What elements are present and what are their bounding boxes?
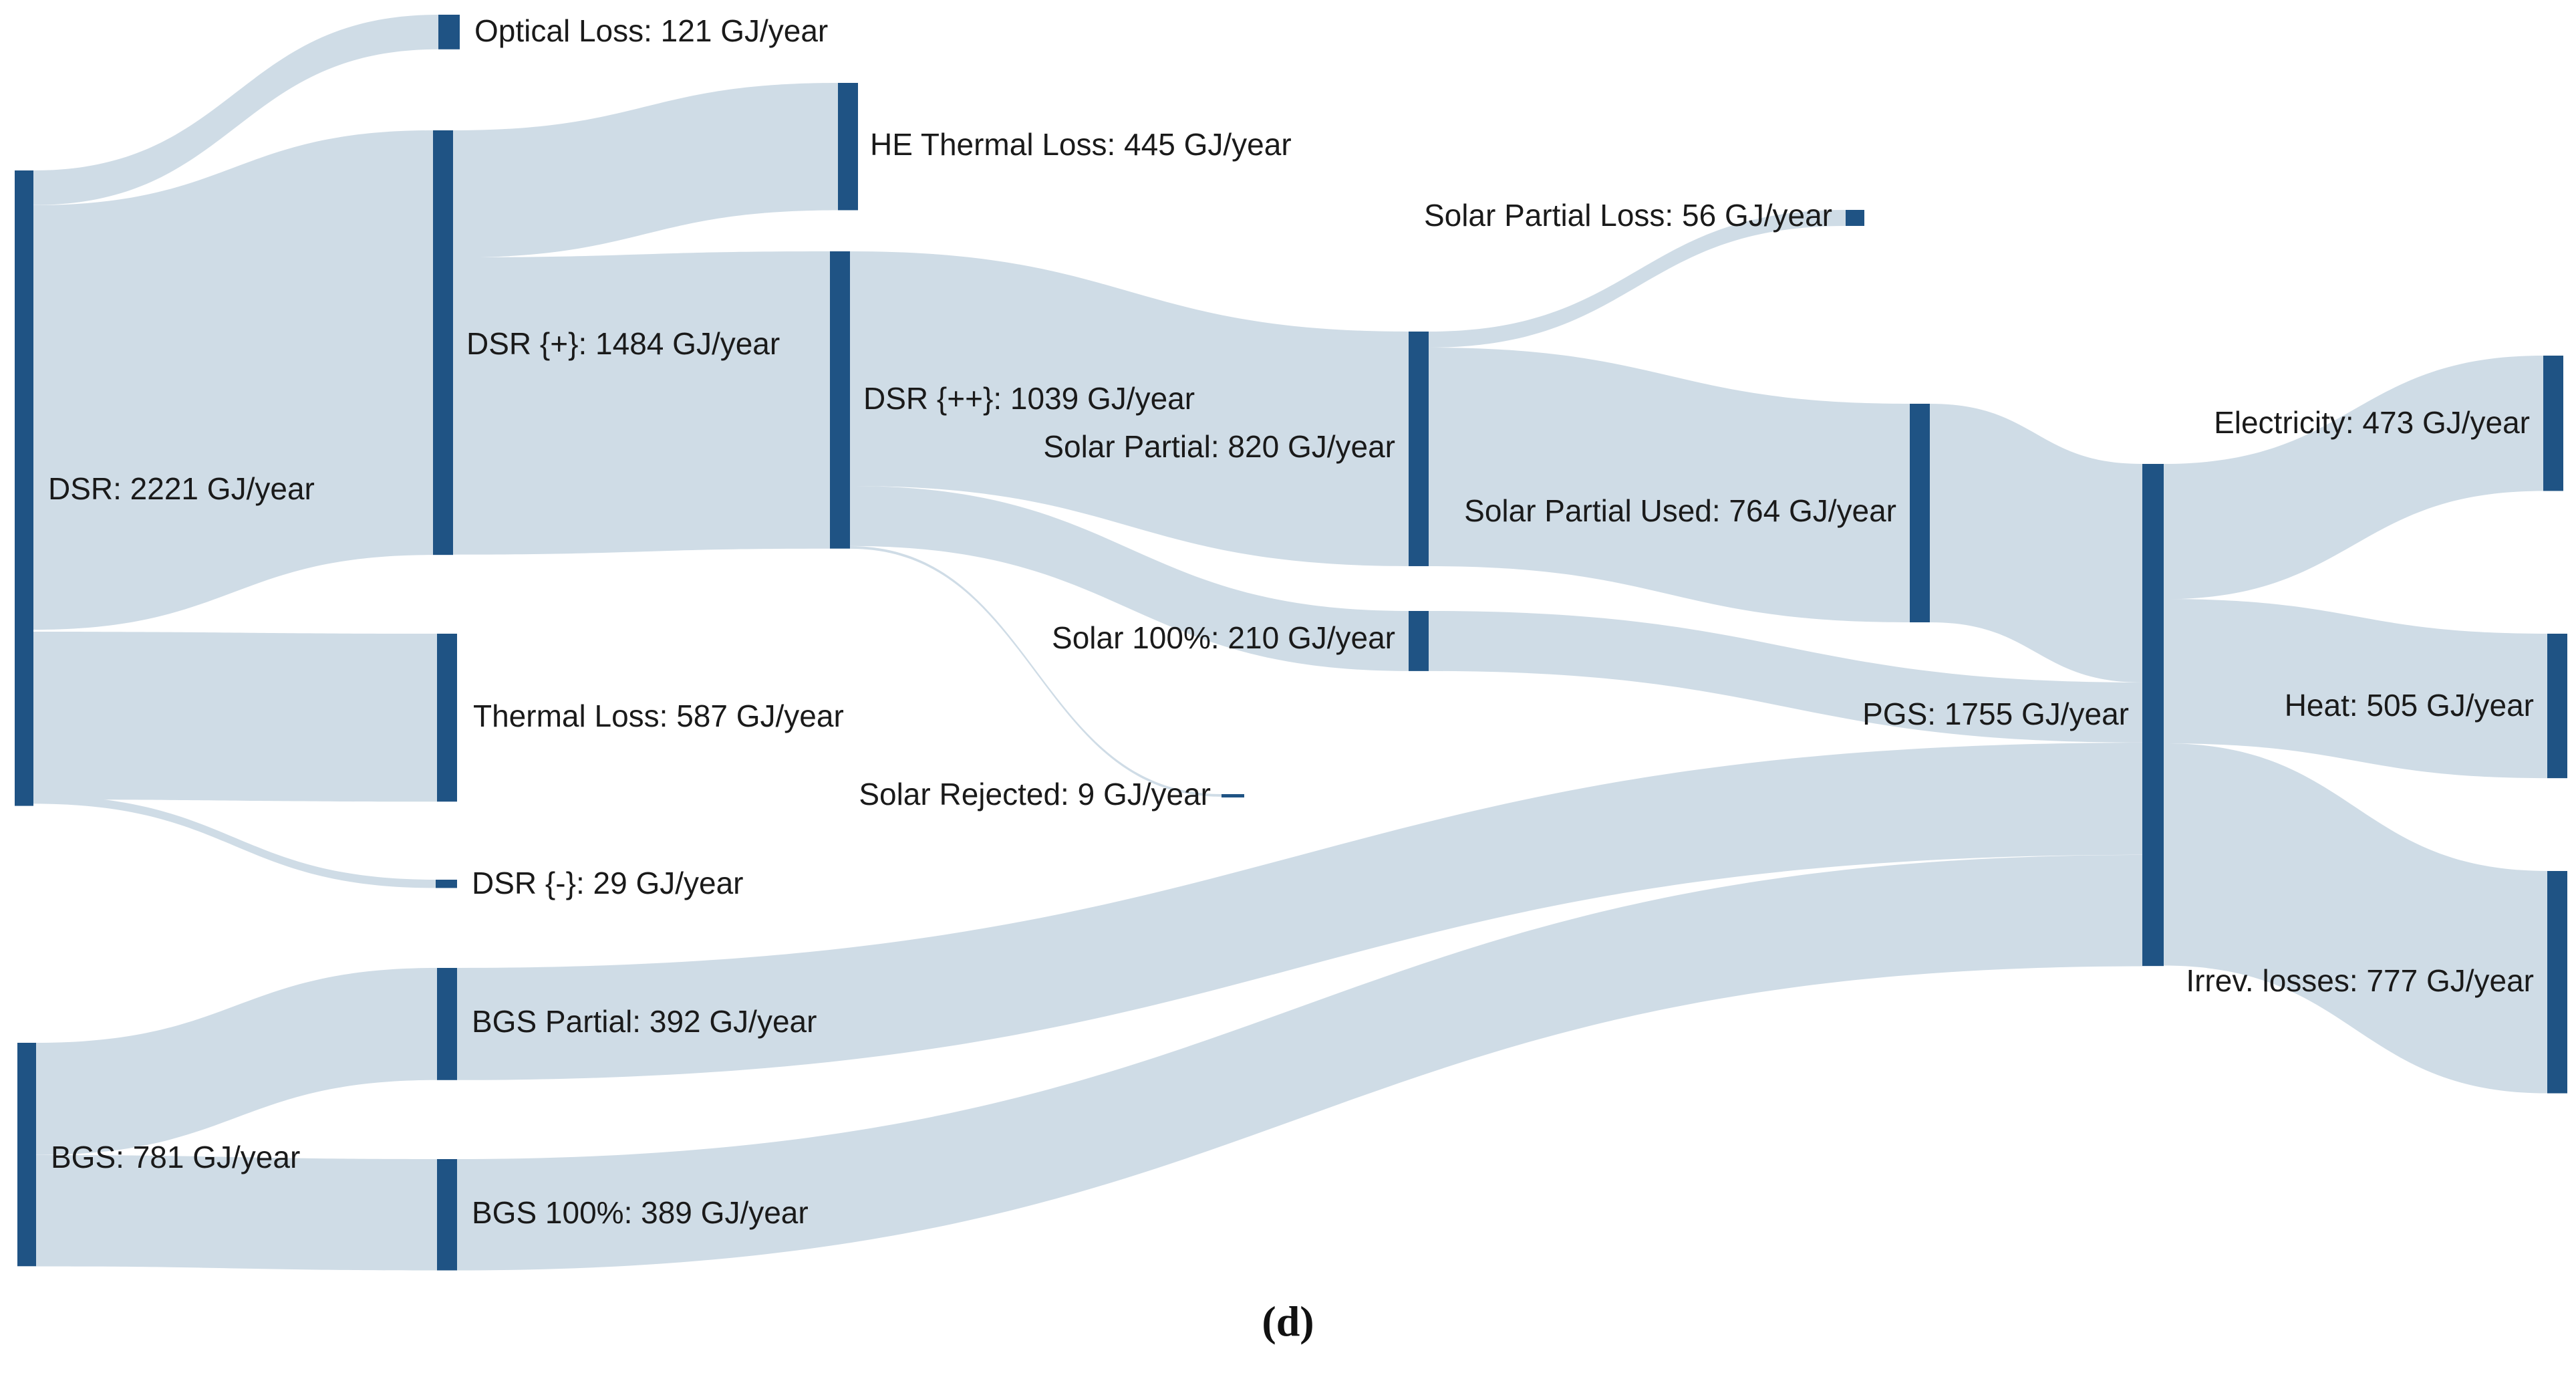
node-label-BGS100: BGS 100%: 389 GJ/year <box>472 1195 809 1230</box>
figure-caption: (d) <box>1262 1297 1314 1345</box>
node-label-BGS: BGS: 781 GJ/year <box>51 1140 300 1174</box>
node-label-SolarPartialLoss: Solar Partial Loss: 56 GJ/year <box>1424 198 1832 233</box>
node-DSRplus <box>433 130 453 555</box>
node-SolarRejected <box>1222 794 1244 797</box>
node-label-DSRminus: DSR {-}: 29 GJ/year <box>472 866 744 900</box>
link-DSRplus-to-HEThermalLoss <box>453 83 838 258</box>
link-SolarPartial-to-SolarPartialLoss <box>1429 210 1846 348</box>
node-IrrevLosses <box>2547 871 2567 1094</box>
node-BGS100 <box>437 1159 457 1271</box>
link-DSR-to-DSRplus <box>33 130 433 630</box>
node-BGSPartial <box>437 968 457 1080</box>
node-DSRplusplus <box>830 251 850 549</box>
node-PGS <box>2142 464 2164 967</box>
sankey-nodes <box>15 15 2567 1271</box>
link-DSRplus-to-DSRplusplus <box>453 251 830 555</box>
link-DSR-to-DSRminus <box>33 795 436 888</box>
node-SolarPartial <box>1409 332 1429 566</box>
node-label-ThermalLoss: Thermal Loss: 587 GJ/year <box>473 699 844 733</box>
node-label-Heat: Heat: 505 GJ/year <box>2285 688 2534 723</box>
link-PGS-to-Electricity <box>2164 356 2543 600</box>
node-ThermalLoss <box>437 634 457 802</box>
node-label-HEThermalLoss: HE Thermal Loss: 445 GJ/year <box>870 127 1292 162</box>
node-DSRminus <box>436 880 457 888</box>
node-OpticalLoss <box>438 15 460 49</box>
node-label-DSRplus: DSR {+}: 1484 GJ/year <box>466 326 780 361</box>
node-HEThermalLoss <box>838 83 858 211</box>
link-Solar100-to-PGS <box>1429 611 2142 743</box>
link-PGS-to-IrrevLosses <box>2164 743 2547 1094</box>
node-label-DSR: DSR: 2221 GJ/year <box>48 471 315 506</box>
link-BGS-to-BGS100 <box>36 1155 437 1271</box>
node-label-BGSPartial: BGS Partial: 392 GJ/year <box>472 1004 817 1039</box>
link-BGS-to-BGSPartial <box>36 968 437 1155</box>
node-label-SolarRejected: Solar Rejected: 9 GJ/year <box>859 777 1211 812</box>
node-label-IrrevLosses: Irrev. losses: 777 GJ/year <box>2186 963 2534 998</box>
link-SolarPartialUsed-to-PGS <box>1930 404 2142 682</box>
node-Heat <box>2547 634 2567 779</box>
link-DSR-to-OpticalLoss <box>33 15 438 205</box>
node-SolarPartialUsed <box>1910 404 1930 622</box>
node-label-SolarPartialUsed: Solar Partial Used: 764 GJ/year <box>1464 493 1896 528</box>
node-DSR <box>15 170 33 806</box>
sankey-links <box>33 15 2547 1271</box>
link-BGSPartial-to-PGS <box>457 743 2142 1080</box>
node-label-SolarPartial: Solar Partial: 820 GJ/year <box>1043 429 1395 464</box>
link-PGS-to-Heat <box>2164 599 2547 779</box>
link-SolarPartial-to-SolarPartialUsed <box>1429 348 1910 622</box>
node-Electricity <box>2543 356 2563 491</box>
node-label-OpticalLoss: Optical Loss: 121 GJ/year <box>474 13 828 48</box>
node-label-Solar100: Solar 100%: 210 GJ/year <box>1052 620 1395 655</box>
node-label-DSRplusplus: DSR {++}: 1039 GJ/year <box>863 381 1195 416</box>
link-DSRplusplus-to-SolarPartial <box>850 251 1409 566</box>
node-label-Electricity: Electricity: 473 GJ/year <box>2214 405 2530 440</box>
link-DSRplusplus-to-SolarRejected <box>850 546 1222 797</box>
link-DSRplusplus-to-Solar100 <box>850 486 1409 671</box>
link-DSR-to-ThermalLoss <box>33 632 437 802</box>
link-BGS100-to-PGS <box>457 855 2142 1271</box>
node-Solar100 <box>1409 611 1429 671</box>
node-BGS <box>17 1043 36 1267</box>
node-label-PGS: PGS: 1755 GJ/year <box>1862 697 2129 731</box>
node-SolarPartialLoss <box>1846 210 1864 226</box>
